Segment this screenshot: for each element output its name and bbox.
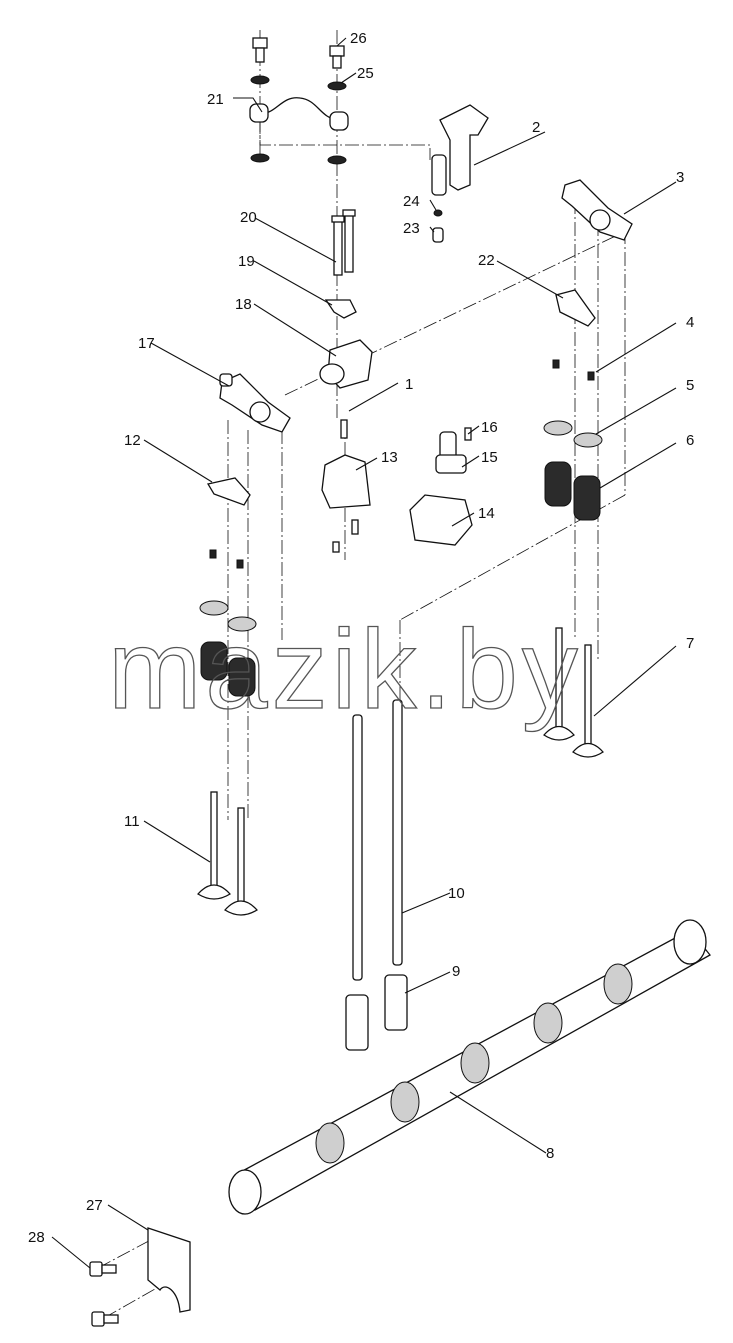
valve-keepers-4 [209,359,595,569]
callout-19: 19 [238,253,255,270]
bolt-top-left [250,37,270,163]
callout-leader-lines [51,37,677,1269]
callout-9: 9 [452,963,460,980]
bolt-26 [327,45,347,165]
callout-2: 2 [532,119,540,136]
callout-10: 10 [448,885,465,902]
callout-16: 16 [481,419,498,436]
callout-23: 23 [403,220,420,237]
long-bolts-20 [331,209,356,276]
callout-15: 15 [481,449,498,466]
injector-parts-14-15-16 [409,427,473,546]
callout-3: 3 [676,169,684,186]
callout-4: 4 [686,314,694,331]
spring-retainers-5 [199,420,603,632]
callout-5: 5 [686,377,694,394]
callout-22: 22 [478,252,495,269]
callout-20: 20 [240,209,257,226]
callout-7: 7 [686,635,694,652]
oil-pipe-21 [249,97,349,131]
callout-24: 24 [403,193,420,210]
bracket-2 [431,104,489,243]
bolts-28 [89,1261,119,1327]
rocker-arm-3 [561,179,633,241]
callout-28: 28 [28,1229,45,1246]
callout-13: 13 [381,449,398,466]
callout-14: 14 [478,505,495,522]
valve-springs-6 [200,461,601,697]
callout-26: 26 [350,30,367,47]
callout-labels: 1 2 3 4 5 6 7 8 9 10 11 12 13 14 15 16 1… [28,30,694,1246]
callout-11: 11 [124,813,140,830]
callout-8: 8 [546,1145,554,1162]
callout-21: 21 [207,91,224,108]
callout-18: 18 [235,296,252,313]
valve-bridge-12 [206,477,251,506]
pin-1 [340,419,348,439]
callout-17: 17 [138,335,155,352]
rocker-arm-17 [219,373,291,433]
tappets-9 [345,974,408,1051]
valve-bridge-22 [555,289,596,327]
callout-6: 6 [686,432,694,449]
callout-12: 12 [124,432,141,449]
pushrods-10 [352,699,403,981]
thrust-plate-27 [147,1227,191,1313]
watermark-text: mazik.by [108,607,582,732]
camshaft-8 [228,919,711,1215]
clip-19 [324,299,357,319]
rocker-pedestal-13 [321,454,371,553]
callout-27: 27 [86,1197,103,1214]
valves-11 [197,791,258,916]
callout-1: 1 [405,376,413,393]
callout-25: 25 [357,65,374,82]
shaft-support-18 [319,339,373,389]
valves-7 [543,627,604,758]
